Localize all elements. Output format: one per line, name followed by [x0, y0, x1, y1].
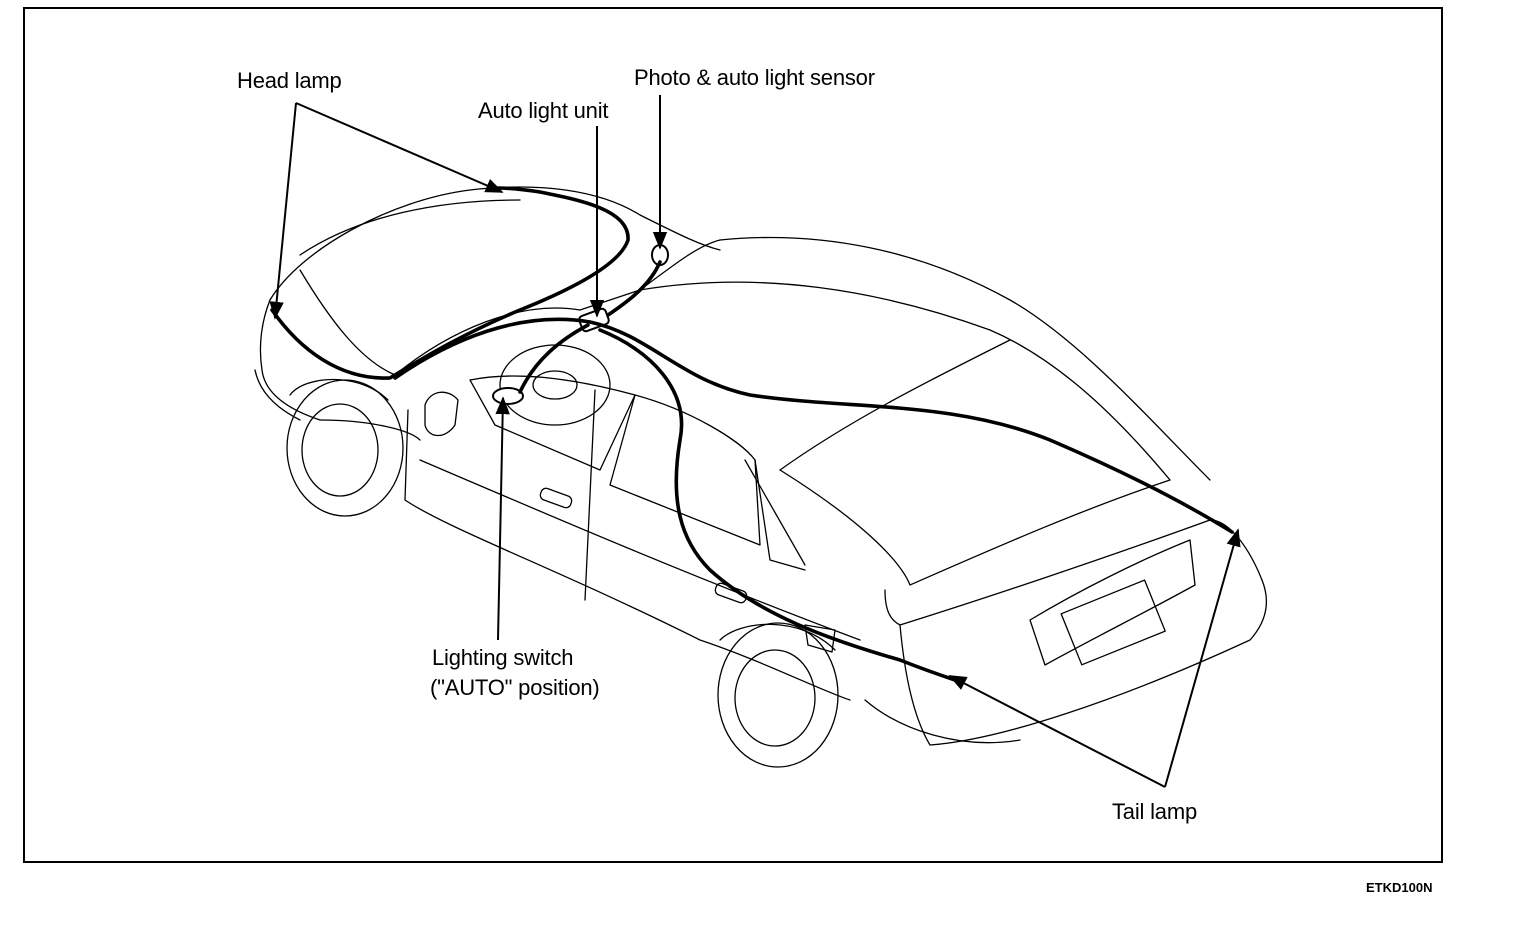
front-fender	[319, 419, 421, 441]
photo-sensor-label: Photo & auto light sensor	[634, 65, 875, 90]
wire-side-to-tail	[598, 328, 957, 682]
diagram-frame	[23, 7, 1443, 863]
fuel-door	[804, 624, 836, 653]
leader-head-lamp-left	[269, 102, 297, 320]
leader-head-lamp-right	[295, 102, 504, 193]
roof-line	[719, 236, 1211, 481]
figure-code: ETKD100N	[1366, 880, 1433, 895]
leader-lighting-switch	[495, 396, 510, 641]
side-mirror	[424, 391, 459, 437]
side-molding	[419, 459, 861, 641]
quarter-window	[744, 459, 806, 566]
car-outline	[254, 186, 1268, 768]
side-sill	[404, 409, 851, 701]
lighting-switch-label-line2: ("AUTO" position)	[430, 675, 600, 700]
door-seam-rear	[754, 459, 806, 571]
head-lamp-label: Head lamp	[237, 68, 342, 93]
front-wheel-arch	[289, 378, 389, 401]
rear-bumper-lower	[864, 699, 1021, 744]
wire-unit-to-switch	[518, 323, 590, 394]
license-recess	[1029, 539, 1196, 666]
front-bumper	[259, 299, 321, 421]
leader-tail-lamp-left	[948, 675, 1166, 788]
rear-glass	[779, 469, 1171, 586]
front-wheel-rim	[301, 403, 379, 497]
tail-lamp-label: Tail lamp	[1112, 799, 1198, 824]
lighting-switch-label-line1: Lighting switch	[432, 645, 574, 670]
leader-tail-lamp-right	[1164, 528, 1241, 788]
front-door-handle	[539, 487, 573, 509]
wire-sensor-to-unit	[606, 260, 662, 317]
roof-front-edge	[639, 281, 991, 331]
lighting-switch-icon	[492, 387, 524, 405]
rear-bumper	[899, 579, 1268, 746]
rear-wheel-rim	[734, 649, 816, 747]
rear-window-edge	[989, 329, 1171, 481]
rear-glass-lower	[779, 339, 1011, 471]
hood-crease	[299, 199, 521, 256]
rear-wheel-tire	[717, 622, 839, 768]
front-lower-edge	[254, 369, 301, 421]
rear-wheel-arch	[719, 623, 836, 651]
wire-dash-across	[393, 317, 1234, 534]
wire-front-headlamps	[270, 186, 630, 380]
steering-hub	[532, 370, 578, 400]
auto-light-unit-label: Auto light unit	[478, 98, 609, 123]
door-seam-front	[584, 389, 596, 601]
hood-edge	[269, 186, 721, 301]
rear-window	[609, 394, 761, 546]
windshield-base	[299, 239, 721, 376]
license-plate	[1060, 579, 1166, 666]
